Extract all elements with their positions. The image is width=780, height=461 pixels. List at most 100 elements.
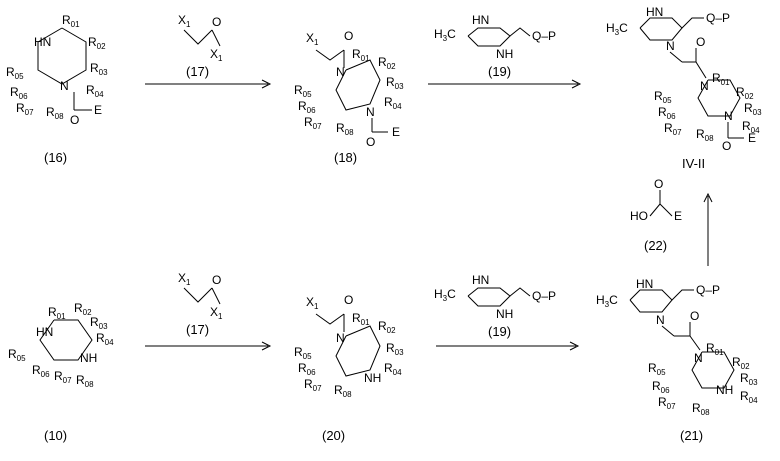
r04-label: R04	[86, 83, 104, 99]
e-atom: E	[748, 131, 756, 145]
compound-label-17: (17)	[186, 64, 209, 79]
r07-label: R07	[664, 121, 682, 137]
r04-label: R04	[384, 361, 402, 377]
r07-label: R07	[304, 377, 322, 393]
arrow-18-to-ivii	[428, 80, 580, 88]
nh-atom: NH	[716, 383, 733, 397]
nh-atom: NH	[496, 47, 513, 61]
r07-label: R07	[16, 101, 34, 117]
x1-label: X1	[210, 47, 223, 63]
r07-label: R07	[658, 395, 676, 411]
n-atom: N	[724, 109, 733, 123]
x1-label: X1	[306, 295, 319, 311]
r05-label: R05	[294, 83, 312, 99]
r06-label: R06	[10, 85, 28, 101]
arrow-20-to-21	[436, 342, 578, 350]
r01-label: R01	[706, 341, 724, 357]
r08-label: R08	[696, 127, 714, 143]
r04-label: R04	[740, 389, 758, 405]
compound-label-20: (20)	[322, 428, 345, 443]
x1-label: X1	[178, 271, 191, 287]
n-atom: N	[336, 65, 345, 79]
nh-atom: HN	[472, 13, 489, 27]
compound-label-21: (21)	[680, 428, 703, 443]
r05-label: R05	[654, 89, 672, 105]
r01-label: R01	[62, 13, 80, 29]
r01-label: R01	[352, 311, 370, 327]
n-atom: N	[336, 331, 345, 345]
compound-label-ivii: IV-II	[682, 156, 705, 171]
o-atom: O	[344, 29, 353, 43]
x1-label: X1	[210, 305, 223, 321]
r02-label: R02	[378, 55, 396, 71]
o-atom: O	[690, 309, 699, 323]
compound-21: H3C HN N Q–P O N NH R01 R02 R03 R04 R05 …	[596, 277, 758, 443]
r07-label: R07	[54, 369, 72, 385]
reagent-19-bottom: H3C HN NH Q–P (19)	[434, 273, 556, 339]
compound-16: HN N R01 R02 R03 R04 R05 R06 R07 R08 O E…	[6, 13, 108, 165]
h3c-label: H3C	[434, 27, 456, 43]
o-atom: O	[212, 273, 221, 287]
r05-label: R05	[6, 65, 24, 81]
o-atom: O	[70, 113, 79, 127]
h3c-label: H3C	[434, 287, 456, 303]
r02-label: R02	[88, 35, 106, 51]
q-p-group: Q–P	[532, 289, 556, 303]
r01-label: R01	[48, 305, 66, 321]
nh-atom: NH	[80, 351, 97, 365]
r06-label: R06	[652, 379, 670, 395]
r01-label: R01	[712, 71, 730, 87]
q-p-group: Q–P	[532, 29, 556, 43]
x1-label: X1	[178, 13, 191, 29]
r02-label: R02	[378, 319, 396, 335]
q-p-group: Q–P	[696, 283, 720, 297]
e-atom: E	[392, 125, 400, 139]
r01-label: R01	[352, 47, 370, 63]
reagent-19-top: H3C HN NH Q–P (19)	[434, 13, 556, 79]
n-atom: N	[656, 313, 665, 327]
ho-group: HO	[630, 209, 648, 223]
nh-atom: HN	[36, 325, 53, 339]
o-atom: O	[654, 177, 663, 191]
r03-label: R03	[740, 371, 758, 387]
compound-10: HN NH R01 R02 R03 R04 R05 R06 R07 R08 (1…	[8, 301, 114, 443]
compound-label-16: (16)	[44, 150, 67, 165]
o-atom: O	[212, 15, 221, 29]
r07-label: R07	[304, 115, 322, 131]
r08-label: R08	[336, 121, 354, 137]
o-atom: O	[696, 35, 705, 49]
r06-label: R06	[32, 363, 50, 379]
compound-ivii: H3C HN N Q–P O N N R01 R02 R03 R04 R05 R…	[606, 5, 762, 171]
r08-label: R08	[46, 105, 64, 121]
nh-atom: NH	[364, 371, 381, 385]
n-atom: N	[60, 79, 69, 93]
r06-label: R06	[298, 361, 316, 377]
o-atom: O	[722, 139, 731, 153]
q-p-group: Q–P	[706, 11, 730, 25]
arrow-21-to-ivii	[704, 194, 712, 266]
o-atom: O	[366, 135, 375, 149]
nh-atom: HN	[646, 5, 663, 19]
r05-label: R05	[648, 361, 666, 377]
r03-label: R03	[386, 75, 404, 91]
reagent-17-bottom: X1 O X1 (17)	[178, 271, 223, 337]
compound-label-10: (10)	[44, 428, 67, 443]
arrow-16-to-18	[145, 80, 270, 88]
e-atom: E	[94, 103, 102, 117]
compound-label-19: (19)	[488, 324, 511, 339]
o-atom: O	[344, 293, 353, 307]
h3c-label: H3C	[606, 21, 628, 37]
compound-18: X1 O N N R01 R02 R03 R04 R05 R06 R07 R08…	[294, 29, 404, 165]
r03-label: R03	[90, 315, 108, 331]
nh-atom: HN	[636, 277, 653, 291]
compound-label-22: (22)	[644, 238, 667, 253]
r03-label: R03	[744, 101, 762, 117]
nh-atom: HN	[34, 35, 51, 49]
compound-label-19: (19)	[488, 64, 511, 79]
r08-label: R08	[334, 383, 352, 399]
x1-label: X1	[306, 31, 319, 47]
r02-label: R02	[732, 355, 750, 371]
r08-label: R08	[76, 373, 94, 389]
compound-label-17: (17)	[186, 322, 209, 337]
